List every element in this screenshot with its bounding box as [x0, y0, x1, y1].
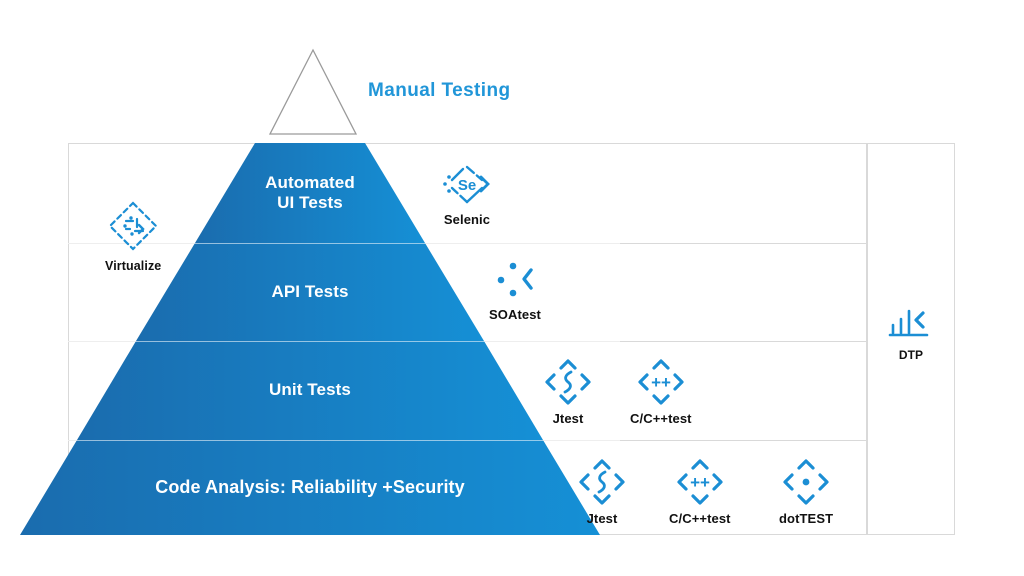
product-dottest[interactable]: dotTEST	[779, 458, 833, 526]
product-label: C/C++test	[630, 411, 692, 426]
product-label: dotTEST	[779, 511, 834, 526]
product-dtp[interactable]: DTP	[885, 305, 937, 362]
product-label: DTP	[898, 348, 924, 362]
pyramid-body: Automated UI Tests API Tests	[0, 143, 620, 535]
manual-testing-triangle-icon	[268, 48, 358, 135]
band-separator-3	[0, 440, 620, 441]
product-jtest-code[interactable]: Jtest	[575, 458, 629, 526]
cpptest-arrows-icon: ++	[677, 459, 723, 505]
product-soatest[interactable]: SOAtest	[487, 258, 543, 322]
pyramid-band-unit-tests[interactable]: Unit Tests	[0, 341, 620, 440]
product-label: Jtest	[586, 511, 618, 526]
svg-text:++: ++	[690, 473, 710, 492]
svg-text:++: ++	[651, 373, 671, 392]
product-label: C/C++test	[669, 511, 731, 526]
jtest-arrows-icon	[545, 359, 591, 405]
soatest-dots-chevron-icon	[497, 262, 533, 297]
dtp-column-frame	[866, 143, 955, 535]
pyramid-band-automated-ui-tests[interactable]: Automated UI Tests	[0, 143, 620, 243]
band-separator-2	[0, 341, 620, 342]
product-label: Selenic	[443, 212, 491, 227]
dottest-arrows-icon	[783, 459, 829, 505]
product-label: SOAtest	[489, 307, 541, 322]
pyramid-band-code-analysis[interactable]: Code Analysis: Reliability +Security	[0, 440, 620, 535]
product-cpptest-unit[interactable]: ++ C/C++test	[630, 358, 692, 426]
virtualize-diamond-icon	[108, 201, 158, 251]
jtest-arrows-icon	[579, 459, 625, 505]
selenic-diamond-se-icon: Se	[443, 165, 490, 204]
product-label: Jtest	[552, 411, 584, 426]
manual-testing-label: Manual Testing	[368, 80, 511, 101]
product-virtualize[interactable]: Virtualize	[105, 198, 161, 273]
product-jtest-unit[interactable]: Jtest	[541, 358, 595, 426]
dtp-barchart-chevron-icon	[888, 309, 929, 337]
product-selenic[interactable]: Se Selenic	[437, 163, 497, 227]
cpptest-arrows-icon: ++	[638, 359, 684, 405]
band-separator-1	[0, 243, 620, 244]
product-label: Virtualize	[105, 259, 162, 273]
product-cpptest-code[interactable]: ++ C/C++test	[669, 458, 731, 526]
svg-text:Se: Se	[458, 177, 476, 194]
